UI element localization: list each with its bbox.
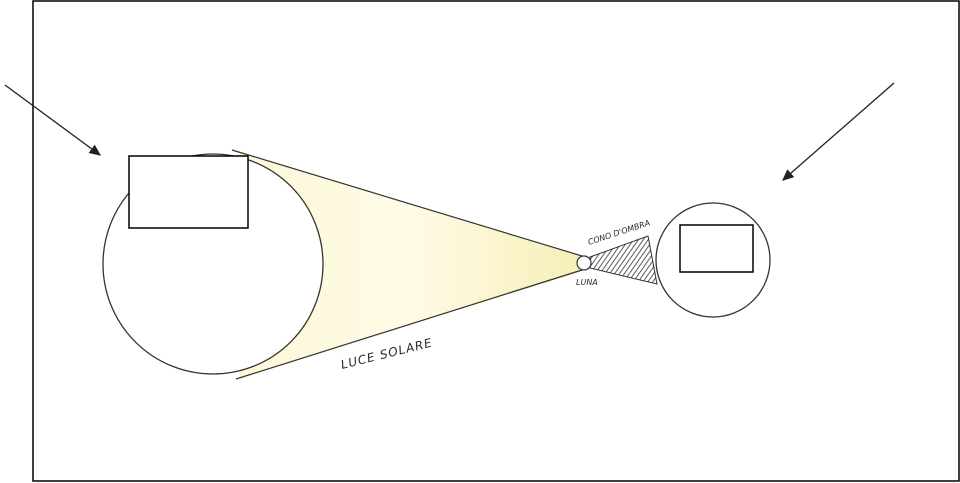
moon-label: LUNA: [576, 278, 598, 287]
moon-circle: [577, 256, 591, 270]
sun-label-box[interactable]: [129, 156, 248, 228]
left-arrow: [5, 85, 100, 155]
right-arrow: [783, 83, 894, 180]
earth-label-box[interactable]: [680, 225, 753, 272]
